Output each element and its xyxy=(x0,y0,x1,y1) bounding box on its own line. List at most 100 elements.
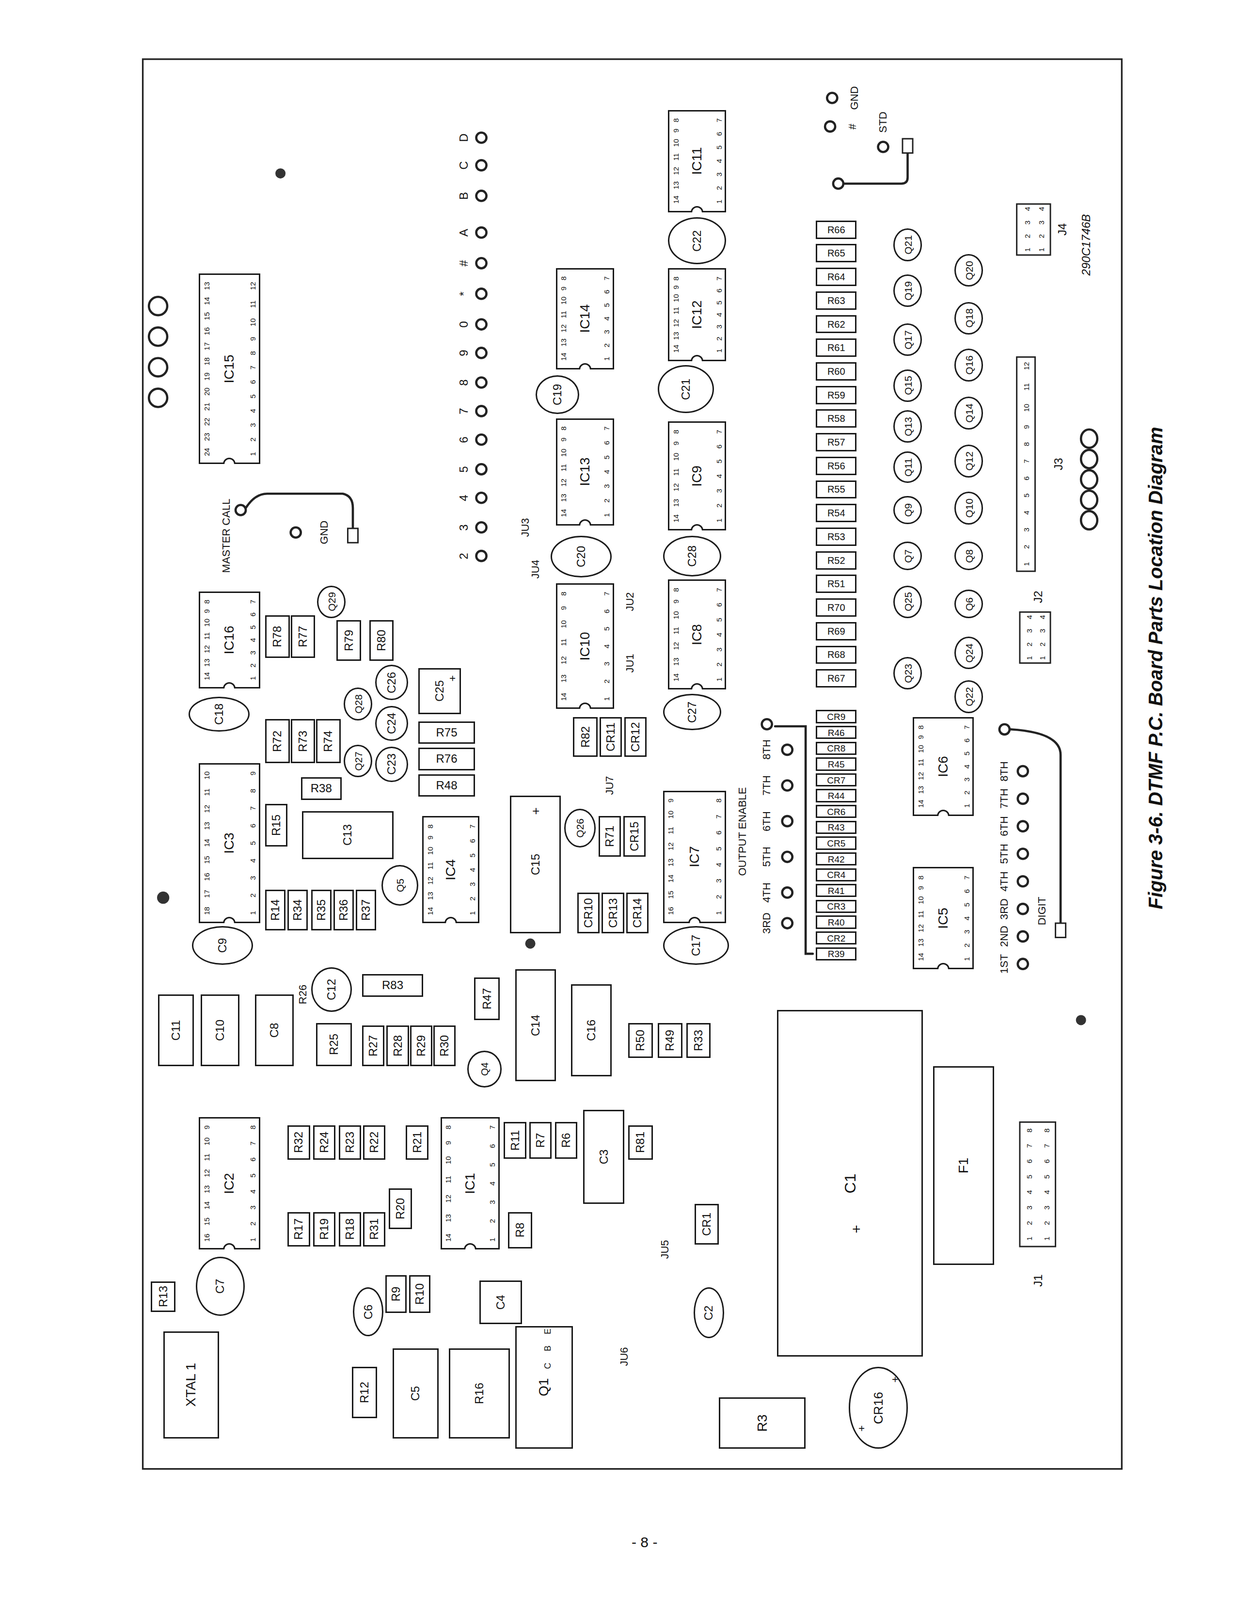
component-outline: R8 xyxy=(507,1211,533,1249)
board-label: 6 xyxy=(458,436,470,443)
transistor-outline: Q20 xyxy=(954,253,983,287)
pin-numbers: 14 13 12 11 10 9 8 xyxy=(671,587,680,682)
ic-package: IC1614 13 12 11 10 9 81 2 3 4 5 6 7 xyxy=(198,591,260,689)
part-label: R74 xyxy=(322,730,334,752)
part-label: CR3 xyxy=(826,901,846,911)
board-label: B xyxy=(543,1345,553,1351)
board-label: 7TH xyxy=(998,788,1010,809)
ic-notch xyxy=(688,916,701,923)
component-outline: C11 xyxy=(158,994,194,1066)
board-label: JU3 xyxy=(520,517,531,537)
board-label: 4 xyxy=(458,494,470,501)
part-label: R29 xyxy=(415,1034,428,1057)
part-label: CR10 xyxy=(582,897,595,928)
part-label: R20 xyxy=(394,1197,407,1220)
board-label: + xyxy=(447,675,459,682)
part-label: CR1 xyxy=(700,1212,713,1236)
component-outline: R15 xyxy=(265,803,288,847)
part-label: Q18 xyxy=(963,308,974,329)
part-label: R24 xyxy=(318,1131,331,1153)
board-label: 1 2 3 4 xyxy=(1038,615,1046,661)
part-label: CR12 xyxy=(629,721,642,752)
part-label: R9 xyxy=(390,1286,402,1302)
solder-pad xyxy=(782,851,793,862)
component-outline: R16 xyxy=(448,1347,510,1438)
part-label: Q4 xyxy=(479,1061,490,1076)
board-label: - 8 - xyxy=(631,1534,658,1550)
component-outline: R65 xyxy=(815,243,857,263)
connector-outline xyxy=(1019,611,1051,663)
component-outline: R44 xyxy=(815,788,857,802)
ic-notch xyxy=(690,682,704,690)
part-label: R28 xyxy=(392,1034,404,1057)
component-outline: R66 xyxy=(815,220,857,239)
solder-pad xyxy=(235,504,246,515)
part-label: R75 xyxy=(436,726,458,739)
component-outline: R46 xyxy=(815,725,857,739)
board-label: 5TH xyxy=(761,846,773,868)
part-label: R52 xyxy=(827,555,846,566)
part-label: Q8 xyxy=(963,549,974,563)
pin-numbers: 1 2 3 4 5 6 7 xyxy=(714,587,723,682)
component-outline: R28 xyxy=(386,1025,409,1066)
pin-numbers: 1 2 3 4 5 6 7 xyxy=(488,1125,496,1242)
part-label: Q11 xyxy=(902,458,913,477)
component-outline: R39 xyxy=(815,947,857,961)
board-label: C xyxy=(458,160,470,170)
component-outline: R53 xyxy=(815,527,857,546)
part-label: Q15 xyxy=(902,375,913,396)
part-label: R83 xyxy=(381,979,404,991)
part-label: CR4 xyxy=(826,870,846,880)
component-outline: R69 xyxy=(815,621,857,641)
solder-pad xyxy=(1080,449,1098,469)
component-outline: R77 xyxy=(290,615,316,658)
part-label: R58 xyxy=(827,413,846,424)
part-label: C10 xyxy=(214,1019,226,1041)
capacitor-outline: C27 xyxy=(663,693,722,731)
component-outline: CR3 xyxy=(815,899,857,913)
part-label: R59 xyxy=(827,390,846,400)
part-label: R17 xyxy=(292,1218,305,1240)
part-label: R64 xyxy=(827,271,846,282)
component-outline: R38 xyxy=(301,776,342,800)
solder-pad xyxy=(476,550,487,561)
part-label: R22 xyxy=(368,1131,381,1153)
part-label: Q6 xyxy=(963,597,974,611)
part-label: R47 xyxy=(481,987,493,1010)
ic-package: IC1524 23 22 21 20 19 18 17 16 15 14 131… xyxy=(198,273,260,464)
solder-pad xyxy=(476,257,487,269)
board-label: JU5 xyxy=(659,1239,671,1259)
component-outline: R34 xyxy=(287,889,308,931)
jumper-wire xyxy=(775,726,813,954)
board-label: J2 xyxy=(1032,590,1045,603)
ic-package: IC514 13 12 11 10 9 81 2 3 4 5 6 7 xyxy=(912,866,974,969)
board-label: 1 2 3 4 5 6 7 8 9 10 11 12 xyxy=(1022,362,1030,567)
ic-package: IC1114 13 12 11 10 9 81 2 3 4 5 6 7 xyxy=(667,110,727,212)
pin-numbers: 14 13 12 11 10 9 8 xyxy=(671,118,680,204)
pin-numbers: 1 2 3 4 5 6 7 xyxy=(962,875,970,961)
part-label: R40 xyxy=(827,917,845,927)
part-label: R14 xyxy=(269,899,282,921)
part-label: Q9 xyxy=(902,503,913,517)
board-label: # xyxy=(847,123,858,130)
capacitor-outline: C24 xyxy=(375,705,408,742)
ic-notch xyxy=(578,519,592,526)
board-label: 1 2 3 4 xyxy=(1025,615,1033,661)
component-outline: R57 xyxy=(815,432,857,452)
part-label: CR7 xyxy=(826,775,846,785)
component-outline: R80 xyxy=(369,619,394,661)
pin-numbers: 1 2 3 4 5 6 7 xyxy=(714,429,723,523)
part-label: R66 xyxy=(827,224,846,235)
capacitor-outline: C19 xyxy=(535,375,580,414)
board-label: 8TH xyxy=(761,739,773,761)
part-label: C7 xyxy=(214,1278,226,1294)
pin-numbers: 14 13 12 11 10 9 8 xyxy=(559,591,568,701)
component-outline: CR6 xyxy=(815,804,857,818)
component-outline: R33 xyxy=(686,1022,711,1058)
part-label: Q24 xyxy=(963,643,974,663)
board-label: 6TH xyxy=(761,810,773,832)
component-outline: CR13 xyxy=(601,892,624,934)
pin-numbers: 1 2 3 4 5 6 7 xyxy=(714,276,723,353)
component-outline: CR2 xyxy=(815,931,857,945)
solder-pad xyxy=(148,388,168,408)
